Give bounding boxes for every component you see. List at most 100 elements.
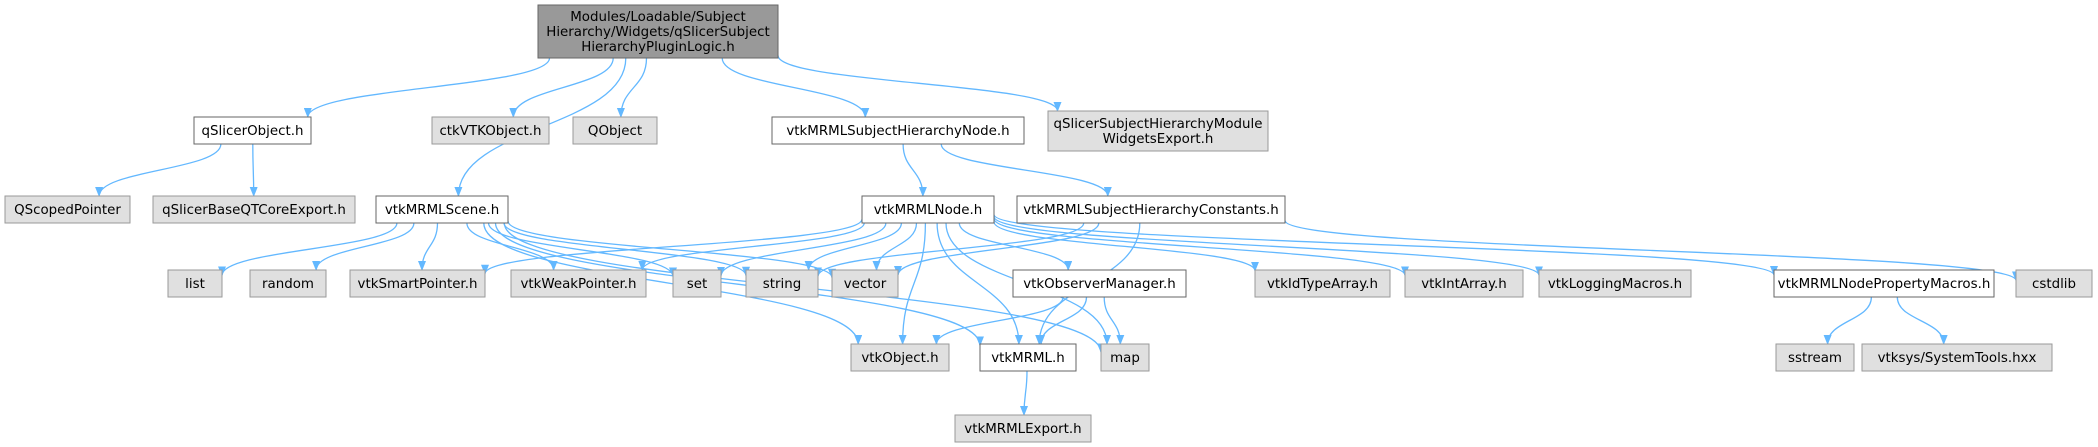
edge-root-to-qSlicerSubjectHierarchyModuleWidgetsExport [777,55,1062,112]
node-map[interactable]: map [1100,343,1150,372]
node-label: vtkMRMLNode.h [874,203,983,218]
node-string[interactable]: string [745,269,819,298]
node-box [1254,269,1391,298]
edge-vtkObserverManager-to-map [1103,296,1125,345]
edge-vtkMRMLNode-to-set [717,222,887,277]
node-label: vtkObserverManager.h [1023,277,1176,292]
edge-vtkMRMLScene-to-set [487,222,677,278]
node-set[interactable]: set [672,269,722,298]
node-label: Hierarchy/Widgets/qSlicerSubject [546,25,769,40]
node-vtkWeakPointer[interactable]: vtkWeakPointer.h [510,269,647,298]
node-label: random [262,277,314,292]
edge-root-to-vtkMRMLSubjectHierarchyNode [721,57,870,118]
node-sstream[interactable]: sstream [1775,343,1855,372]
node-box [861,195,995,224]
dependency-edges [95,55,2020,416]
node-vtkMRMLScene[interactable]: vtkMRMLScene.h [375,195,509,224]
node-vtkIdTypeArray[interactable]: vtkIdTypeArray.h [1254,269,1391,298]
edge-vtkMRMLNode-to-vtkLoggingMacros [993,216,1543,277]
edge-vtkMRMLNode-to-vtkIntArray [993,218,1409,277]
node-vtkSmartPointer[interactable]: vtkSmartPointer.h [349,269,486,298]
node-vtkMRMLSubjectHierarchyConstants[interactable]: vtkMRMLSubjectHierarchyConstants.h [1016,195,1286,224]
node-vtkIntArray[interactable]: vtkIntArray.h [1404,269,1524,298]
edge-vtkMRML-to-vtkMRMLExport [1020,370,1029,416]
node-label: vector [844,277,887,292]
node-list[interactable]: list [167,269,223,298]
node-qSlicerBaseQTCoreExport[interactable]: qSlicerBaseQTCoreExport.h [152,195,356,224]
edge-vtkMRMLScene-to-vtkSmartPointer [418,222,439,271]
node-label: qSlicerObject.h [202,124,304,139]
node-QScopedPointer[interactable]: QScopedPointer [4,195,131,224]
node-box [771,116,1025,145]
edge-root-to-ctkVTKObject [509,57,614,118]
node-vtkLoggingMacros[interactable]: vtkLoggingMacros.h [1538,269,1692,298]
node-box [979,343,1077,372]
edge-vtkMRMLScene-to-vtkObject [483,222,863,345]
node-label: vtkIdTypeArray.h [1267,277,1378,292]
node-vtkMRMLNodePropertyMacros[interactable]: vtkMRMLNodePropertyMacros.h [1773,269,1995,298]
node-vector[interactable]: vector [831,269,899,298]
edge-vtkMRMLScene-to-vector [507,220,836,279]
node-label: vtkMRMLNodePropertyMacros.h [1778,277,1991,292]
node-vtkMRML[interactable]: vtkMRML.h [979,343,1077,372]
node-label: vtkIntArray.h [1421,277,1507,292]
node-label: Modules/Loadable/Subject [570,10,746,25]
edge-vtkMRMLSubjectHierarchyNode-to-vtkMRMLNode [902,143,927,197]
node-ctkVTKObject[interactable]: ctkVTKObject.h [431,116,550,145]
node-label: WidgetsExport.h [1103,132,1214,147]
node-vtkObject[interactable]: vtkObject.h [850,343,950,372]
node-qSlicerObject[interactable]: qSlicerObject.h [193,116,312,145]
node-vtkMRMLNode[interactable]: vtkMRMLNode.h [861,195,995,224]
node-vtkMRMLExport[interactable]: vtkMRMLExport.h [954,414,1092,443]
node-box [1016,195,1286,224]
edge-vtkMRMLScene-to-vtkWeakPointer [466,222,558,271]
edge-vtkMRMLScene-to-string [503,222,750,277]
node-label: vtkMRML.h [991,351,1065,366]
edge-vtkMRMLNode-to-vector [872,222,918,271]
node-label: string [763,277,801,292]
node-box [1012,269,1187,298]
node-label: vtkMRMLSubjectHierarchyNode.h [786,124,1009,139]
node-box [1100,343,1150,372]
node-box [349,269,486,298]
edge-vtkMRMLScene-to-random [312,222,415,271]
node-box [831,269,899,298]
edge-root-to-qSlicerObject [303,57,551,118]
node-label: sstream [1788,351,1842,366]
node-QObject[interactable]: QObject [572,116,658,145]
node-label: cstdlib [2032,277,2076,292]
node-box [850,343,950,372]
node-label: vtkMRMLSubjectHierarchyConstants.h [1023,203,1279,218]
edge-vtkMRMLSubjectHierarchyConstants-to-vector [894,222,1100,276]
node-cstdlib[interactable]: cstdlib [2015,269,2093,298]
edge-qSlicerObject-to-QScopedPointer [95,143,222,197]
node-box [572,116,658,145]
edge-vtkMRMLNode-to-vtkSmartPointer [481,218,863,275]
node-box [537,4,779,59]
node-vtkMRMLSubjectHierarchyNode[interactable]: vtkMRMLSubjectHierarchyNode.h [771,116,1025,145]
node-label: vtkObject.h [861,351,938,366]
header-nodes: Modules/Loadable/SubjectHierarchy/Widget… [4,4,2093,443]
node-label: HierarchyPluginLogic.h [581,40,734,55]
edge-vtkMRMLSubjectHierarchyConstants-to-string [814,222,1085,278]
node-vtkObserverManager[interactable]: vtkObserverManager.h [1012,269,1187,298]
node-box [249,269,327,298]
node-root[interactable]: Modules/Loadable/SubjectHierarchy/Widget… [537,4,779,59]
node-box [1538,269,1692,298]
node-box [4,195,131,224]
node-box [2015,269,2093,298]
node-label: QObject [588,124,642,139]
node-label: vtkLoggingMacros.h [1548,277,1682,292]
node-box [1861,343,2053,372]
node-qSlicerSubjectHierarchyModuleWidgetsExport[interactable]: qSlicerSubjectHierarchyModuleWidgetsExpo… [1047,110,1269,152]
node-label: vtkWeakPointer.h [520,277,636,292]
node-random[interactable]: random [249,269,327,298]
edge-vtkMRMLNode-to-vtkWeakPointer [638,222,865,271]
node-vtksysSystemTools[interactable]: vtksys/SystemTools.hxx [1861,343,2053,372]
node-label: qSlicerSubjectHierarchyModule [1053,117,1262,132]
node-box [954,414,1092,443]
edge-qSlicerObject-to-qSlicerBaseQTCoreExport [249,143,258,197]
edge-vtkMRMLNode-to-vtkMRML [936,222,1023,345]
node-box [745,269,819,298]
